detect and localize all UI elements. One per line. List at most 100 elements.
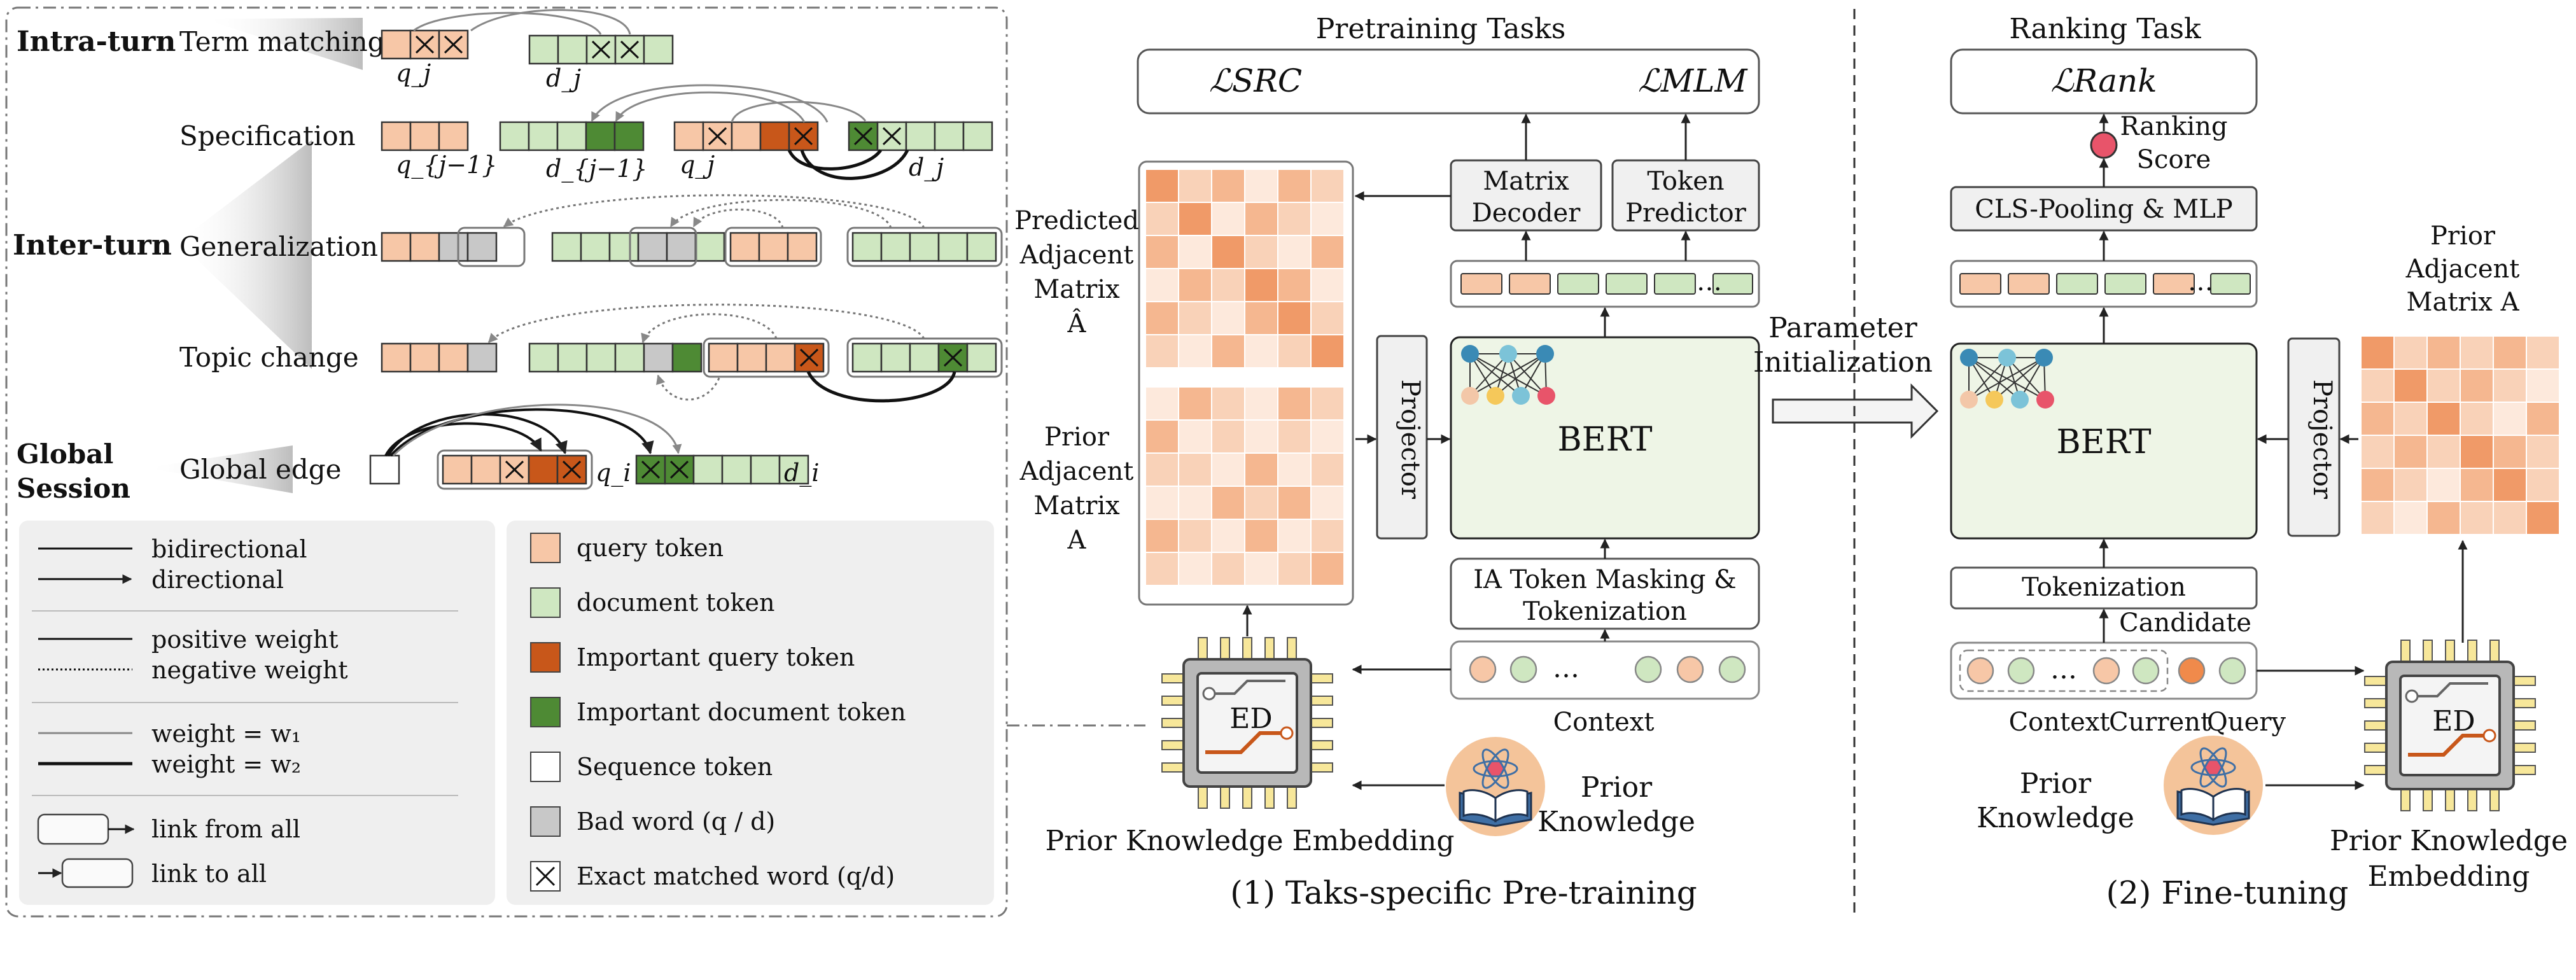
ranking-score-label-1: Ranking [2120,112,2227,141]
chip-finetune-pin [2445,788,2455,811]
tokenization-label: Tokenization [2022,573,2186,602]
pretrain-title: Pretraining Tasks [1316,13,1566,45]
spec-query-token [673,121,704,151]
spec-prev-doc-token [556,121,587,151]
term-doc-token [643,34,674,65]
candidate-label: Candidate [2119,608,2251,638]
prior-matrix-finetune-cell [2460,435,2494,469]
chip-finetune-pin [2513,698,2536,708]
gen-edge-2 [669,199,892,228]
gen-prev-query-token [438,232,469,262]
chip-finetune-pin [2513,765,2536,775]
term-doc-token [528,34,559,65]
prior-matrix-finetune-cell [2360,501,2395,535]
prior-matrix-finetune-cell [2393,402,2428,436]
gen-prev-doc-bad-group-frame [629,227,697,267]
token-predictor-label-2: Predictor [1625,199,1747,228]
legend-link-from-all: link from all [151,815,300,843]
projector-finetune-box [2287,337,2341,537]
bert-finetune-icon-edge [1968,357,2045,400]
gen-doc-token [966,232,997,262]
prior-matrix-pretrain-cell [1277,519,1312,553]
bert-finetune-icon-edge [1968,357,2008,400]
prior-matrix-finetune-cell [2460,468,2494,502]
bert-finetune-icon-node [1998,349,2016,367]
predicted-matrix-cell [1244,301,1278,335]
context-token-circle [1469,655,1497,683]
gen-doc-token [937,232,969,262]
chip-finetune-pin [2364,698,2387,708]
finetune-output-tokens [1959,273,2251,295]
predicted-matrix-cell [1310,235,1345,269]
prior-matrix-pretrain-cell [1244,519,1278,553]
token-rows [369,9,1003,490]
projector-pretrain-label: Projector [1396,379,1425,500]
gen-query-token [787,232,818,262]
ft-prior-label-3: Matrix A [2407,288,2520,317]
gen-prev-query-token [381,232,412,262]
prior-matrix-pretrain-cell [1244,419,1278,454]
bert-pretrain-icon-node [1512,387,1530,405]
spec-doc-exact-match-mark [882,127,902,146]
predicted-matrix-cell [1277,301,1312,335]
context-token-circle [1676,655,1704,683]
finetune-output-token [2056,273,2098,295]
prior-matrix-finetune-cell [2393,435,2428,469]
prior-matrix-pretrain-cell [1145,519,1179,553]
legend-important-query: Important query token [577,643,855,671]
prior-matrix-pretrain-cell [1145,552,1179,586]
prior-label-3: Matrix [1033,491,1120,521]
chip-pretrain-pin [1198,786,1208,809]
gen-prev-doc-token [580,232,611,262]
book-pretrain-atom-orbit [1473,760,1518,778]
predicted-matrix-cell [1178,301,1212,335]
gen-prev-doc-token [551,232,582,262]
global-doc-token [721,454,752,485]
predicted-matrix-cell [1277,268,1312,302]
finetune-caption: (2) Fine-tuning [2106,874,2349,911]
prior-matrix-finetune-cell [2360,435,2395,469]
prior-matrix-finetune-cell [2426,501,2461,535]
prior-matrix-pretrain-cell [1277,452,1312,487]
topic-doc-token [966,342,997,373]
predicted-matrix-cell [1211,169,1245,203]
chip-pretrain-pin [1310,740,1333,750]
topic-edge-3 [655,374,720,401]
chip-pretrain-pin [1310,696,1333,706]
finetune-loss-box [1950,48,2258,115]
prior-matrix-pretrain-cell [1211,419,1245,454]
ft-input-ellipsis: … [2050,654,2077,685]
edge-legend-panel [19,521,495,905]
topic-edge-2 [641,313,778,344]
gen-query-token [729,232,760,262]
topic-doc-token [880,342,911,373]
prior-matrix-pretrain-cell [1310,452,1345,487]
global-heading: Global [17,438,113,470]
legend-directional: directional [151,566,284,594]
predicted-matrix-cell [1244,334,1278,368]
spec-prev-query-token [381,121,412,151]
predicted-matrix-cell [1277,169,1312,203]
chip-pretrain-pin [1220,786,1230,809]
chip-finetune-pin [2364,765,2387,775]
predicted-matrix-cell [1310,334,1345,368]
term-edge-2 [470,9,631,35]
prior-matrix-finetune-cell [2426,468,2461,502]
chip-pretrain-pin [1264,637,1275,660]
prior-matrix-finetune-cell [2393,335,2428,370]
book-pretrain-page-left [1462,789,1497,823]
global-edge-2 [387,413,568,457]
finetune-output-token [2153,273,2195,295]
prior-matrix-pretrain-cell [1178,452,1212,487]
prior-knowledge-embedding-chip: ED [1161,637,1333,809]
global-edge-4 [392,403,682,457]
chip-pretrain-pin [1161,762,1184,773]
row-label-term-matching: Term matching [179,26,385,57]
row-label-topic-change: Topic change [179,342,359,373]
topic-prev-query-token [381,342,412,373]
cls-pooling-label: CLS-Pooling & MLP [1975,195,2232,224]
pretrain-output-token [1654,273,1696,295]
chip-finetune-pin [2489,788,2500,811]
global-query-token [442,454,473,485]
